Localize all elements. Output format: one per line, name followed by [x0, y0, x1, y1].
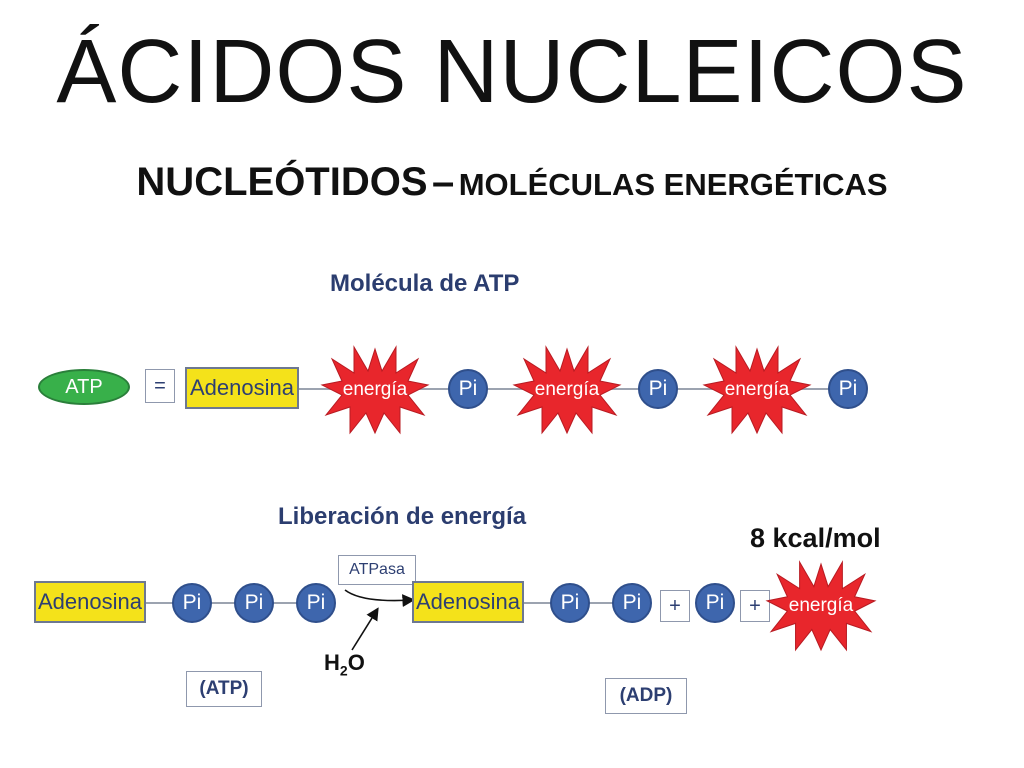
release-adenosina-box-adp: Adenosina: [412, 581, 524, 623]
subtitle-secondary: MOLÉCULAS ENERGÉTICAS: [458, 167, 888, 202]
release-atp-pi-2: Pi: [234, 583, 274, 623]
atpasa-box: ATPasa: [338, 555, 416, 585]
pi-label: Pi: [705, 591, 725, 614]
plus-box-1: +: [660, 590, 690, 622]
energy-value: 8 kcal/mol: [750, 523, 881, 553]
pi-label: Pi: [182, 591, 202, 614]
pi-label: Pi: [244, 591, 264, 614]
water-label: H2O: [324, 650, 365, 678]
page-subtitle: NUCLEÓTIDOS – MOLÉCULAS ENERGÉTICAS: [0, 160, 1024, 205]
atp-pi-3: Pi: [828, 369, 868, 409]
atp-energy-label-2: energía: [534, 379, 600, 400]
atp-pi-2: Pi: [638, 369, 678, 409]
release-energy-label: energía: [788, 595, 854, 616]
release-atp-pi-1: Pi: [172, 583, 212, 623]
atp-adenosina-label: Adenosina: [190, 375, 294, 400]
atp-section-heading: Molécula de ATP: [330, 270, 520, 297]
release-adp-pi-1: Pi: [550, 583, 590, 623]
page-title: ÁCIDOS NUCLEICOS: [56, 22, 968, 122]
starburst-icon: [512, 345, 622, 435]
atpasa-label: ATPasa: [349, 561, 405, 578]
reaction-arrow-icon: [344, 589, 416, 607]
pi-label: Pi: [306, 591, 326, 614]
water-h: H: [324, 650, 340, 675]
adp-tag-box: (ADP): [605, 678, 687, 714]
atp-energy-star-2: energía: [512, 345, 622, 435]
water-o: O: [347, 650, 365, 675]
subtitle-dash: –: [432, 160, 455, 204]
release-free-pi: Pi: [695, 583, 735, 623]
atp-pi-1: Pi: [448, 369, 488, 409]
atp-label-ellipse: ATP: [38, 369, 130, 405]
atp-tag: (ATP): [199, 678, 249, 699]
atp-tag-box: (ATP): [186, 671, 262, 707]
plus-sign: +: [669, 594, 681, 617]
starburst-icon: [320, 345, 430, 435]
release-adp-pi-2: Pi: [612, 583, 652, 623]
water-arrow-icon: [351, 607, 379, 651]
atp-adenosina-box: Adenosina: [185, 367, 299, 409]
release-adenosina-label: Adenosina: [38, 589, 142, 614]
plus-sign: +: [749, 594, 761, 617]
pi-label: Pi: [622, 591, 642, 614]
pi-label: Pi: [458, 377, 478, 400]
starburst-icon: [765, 560, 877, 652]
atp-energy-label-1: energía: [342, 379, 408, 400]
release-atp-bond: [140, 602, 320, 604]
plus-box-2: +: [740, 590, 770, 622]
water-sub: 2: [339, 662, 348, 679]
release-adenosina-label: Adenosina: [416, 589, 520, 614]
adp-tag: (ADP): [619, 685, 673, 706]
pi-label: Pi: [838, 377, 858, 400]
equals-box: =: [145, 369, 175, 403]
subtitle-main: NUCLEÓTIDOS: [136, 160, 428, 204]
atp-energy-star-1: energía: [320, 345, 430, 435]
pi-label: Pi: [560, 591, 580, 614]
release-energy-star: energía: [765, 560, 877, 652]
atp-label: ATP: [65, 375, 103, 398]
pi-label: Pi: [648, 377, 668, 400]
atp-energy-star-3: energía: [702, 345, 812, 435]
starburst-icon: [702, 345, 812, 435]
release-adenosina-box-atp: Adenosina: [34, 581, 146, 623]
equals-sign: =: [154, 374, 166, 397]
atp-energy-label-3: energía: [724, 379, 790, 400]
release-section-heading: Liberación de energía: [278, 503, 527, 530]
release-atp-pi-3: Pi: [296, 583, 336, 623]
